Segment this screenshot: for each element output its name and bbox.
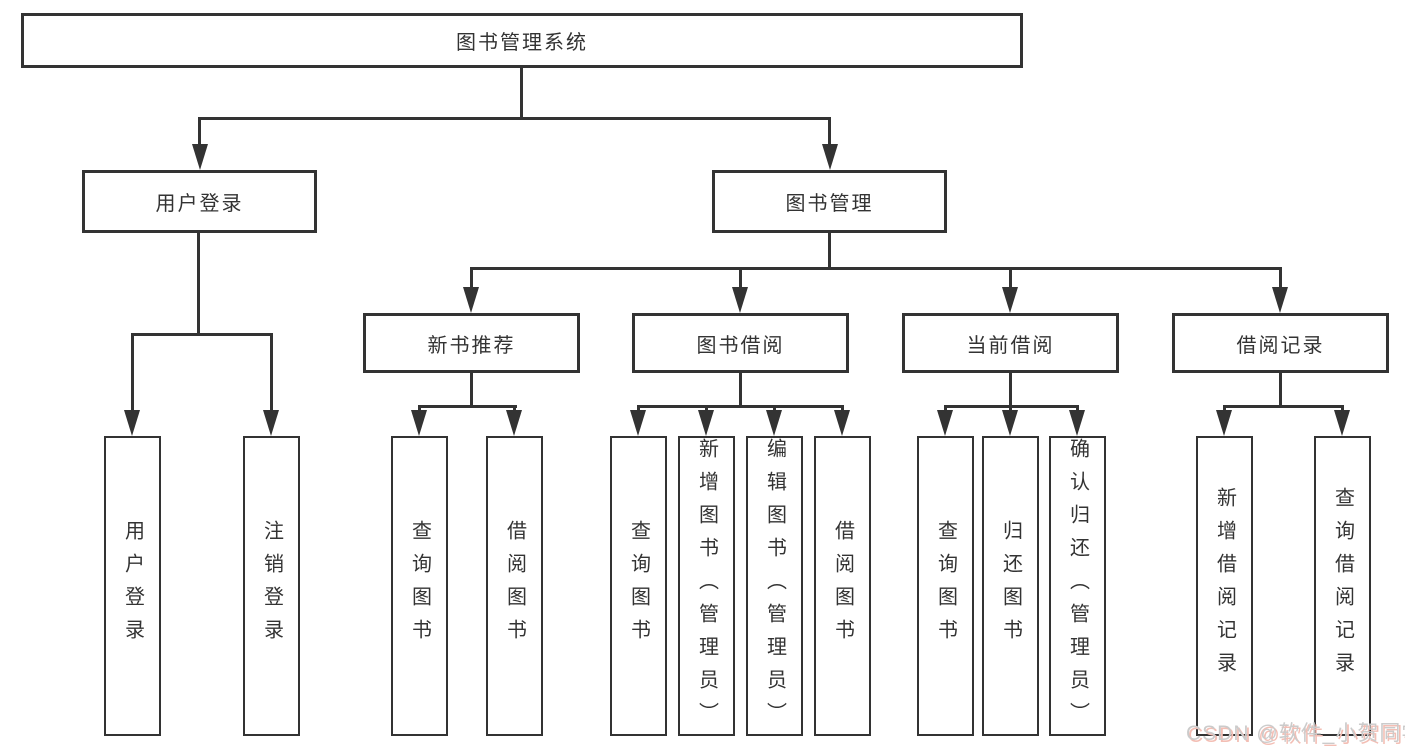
leaf-user-login: 用户登录 (104, 436, 161, 736)
leaf-label: 查询借阅记录 (1331, 487, 1354, 685)
edge-leaf-drop (1223, 405, 1226, 412)
edge-leaf-drop (944, 405, 947, 412)
node-book-borrow: 图书借阅 (632, 313, 849, 373)
leaf-label: 新增图书（管理员） (695, 437, 718, 735)
edge-leaf-drop (131, 335, 134, 410)
leaf-label: 新增借阅记录 (1213, 487, 1236, 685)
edge-section-drop (470, 270, 473, 287)
leaf-label: 归还图书 (999, 520, 1022, 652)
leaf-label: 查询图书 (408, 520, 431, 652)
arrow-down-icon (1002, 410, 1018, 436)
leaf-label: 查询图书 (627, 520, 650, 652)
leaf-add-book-admin: 新增图书（管理员） (678, 436, 735, 736)
leaf-label: 用户登录 (121, 520, 144, 652)
edge-leaf-bar (1223, 405, 1344, 408)
edge-section-stem (1009, 373, 1012, 408)
arrow-down-icon (192, 144, 208, 170)
arrow-down-icon (834, 410, 850, 436)
edge-level2-bar (198, 117, 831, 120)
edge-leaf-drop (513, 405, 516, 412)
node-library-system: 图书管理系统 (21, 13, 1023, 68)
edge-user-login-stem (197, 233, 200, 335)
edge-leaf-drop (418, 405, 421, 412)
edge-leaf-drop (1009, 405, 1012, 412)
edge-section-stem (739, 373, 742, 408)
leaf-label: 借阅图书 (503, 520, 526, 652)
arrow-down-icon (822, 144, 838, 170)
node-borrow-records: 借阅记录 (1172, 313, 1389, 373)
edge-level3-bar (470, 267, 1282, 270)
arrow-down-icon (1216, 410, 1232, 436)
leaf-return-books: 归还图书 (982, 436, 1039, 736)
edge-root-stem (520, 68, 523, 120)
edge-leaf-drop (1341, 405, 1344, 412)
leaf-logout: 注销登录 (243, 436, 300, 736)
leaf-label: 注销登录 (260, 520, 283, 652)
leaf-add-borrow-record: 新增借阅记录 (1196, 436, 1253, 736)
arrow-down-icon (1272, 287, 1288, 313)
edge-leaf-bar (637, 405, 844, 408)
arrow-down-icon (732, 287, 748, 313)
node-new-book-recommend: 新书推荐 (363, 313, 580, 373)
leaf-query-books-current: 查询图书 (917, 436, 974, 736)
leaf-borrow-books: 借阅图书 (814, 436, 871, 736)
edge-leaf-drop (705, 405, 708, 412)
edge-leaf-drop (841, 405, 844, 412)
leaf-query-borrow-record: 查询借阅记录 (1314, 436, 1371, 736)
arrow-down-icon (1002, 287, 1018, 313)
edge-section-drop (1279, 270, 1282, 287)
edge-leaf-drop (637, 405, 640, 412)
edge-leaf-drop (773, 405, 776, 412)
leaf-label: 借阅图书 (831, 520, 854, 652)
arrow-down-icon (124, 410, 140, 436)
arrow-down-icon (411, 410, 427, 436)
edge-user-login-drop (198, 120, 201, 144)
edge-book-mgmt-drop (828, 120, 831, 144)
edge-book-mgmt-stem (828, 233, 831, 270)
edge-section-drop (1009, 270, 1012, 287)
leaf-confirm-return-admin: 确认归还（管理员） (1049, 436, 1106, 736)
edge-leaf-drop (1076, 405, 1079, 412)
arrow-down-icon (1334, 410, 1350, 436)
node-current-borrow: 当前借阅 (902, 313, 1119, 373)
arrow-down-icon (463, 287, 479, 313)
arrow-down-icon (1069, 410, 1085, 436)
arrow-down-icon (937, 410, 953, 436)
leaf-edit-book-admin: 编辑图书（管理员） (746, 436, 803, 736)
arrow-down-icon (766, 410, 782, 436)
edge-leaf-bar (418, 405, 517, 408)
edge-leaf-drop (270, 335, 273, 410)
leaf-label: 编辑图书（管理员） (763, 437, 786, 735)
edge-section-drop (739, 270, 742, 287)
node-user-login: 用户登录 (82, 170, 317, 233)
arrow-down-icon (698, 410, 714, 436)
node-book-management: 图书管理 (712, 170, 947, 233)
leaf-label: 查询图书 (934, 520, 957, 652)
leaf-label: 确认归还（管理员） (1066, 437, 1089, 735)
watermark: CSDN @软件_小贺同学 (1186, 722, 1405, 745)
arrow-down-icon (630, 410, 646, 436)
arrow-down-icon (506, 410, 522, 436)
edge-user-login-bar (131, 333, 273, 336)
edge-section-stem (470, 373, 473, 408)
leaf-query-books-borrow: 查询图书 (610, 436, 667, 736)
arrow-down-icon (263, 410, 279, 436)
leaf-borrow-books-recommend: 借阅图书 (486, 436, 543, 736)
leaf-query-books-recommend: 查询图书 (391, 436, 448, 736)
edge-section-stem (1279, 373, 1282, 408)
